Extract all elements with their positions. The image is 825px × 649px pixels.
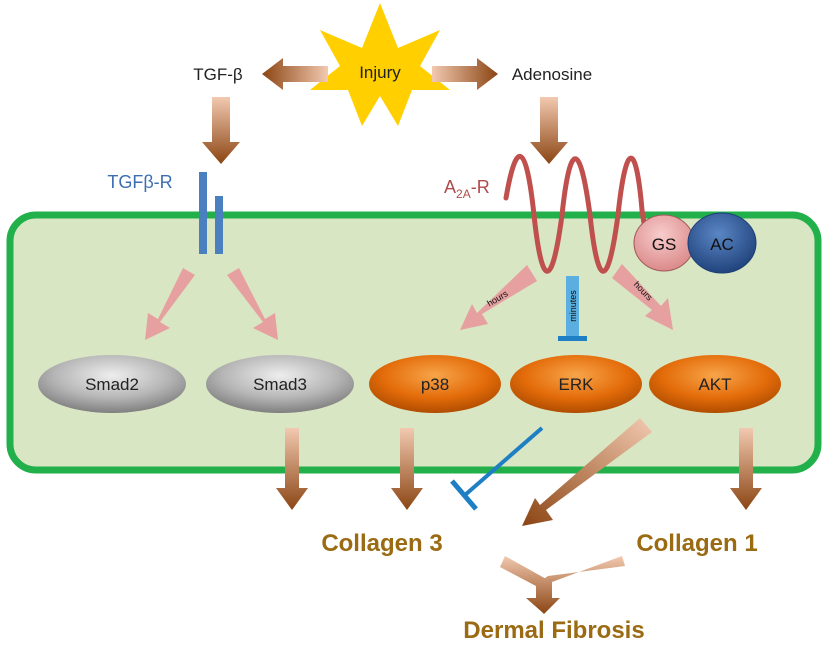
- p38-label: p38: [421, 375, 449, 394]
- ac-protein: [687, 212, 757, 274]
- akt-to-fibrosis-arrow: [522, 418, 652, 526]
- ac-label: AC: [710, 235, 734, 254]
- akt-node: [649, 355, 781, 413]
- tgfbr-label: TGFβ-R: [107, 172, 172, 192]
- tgfb-to-receptor-arrow: [202, 97, 240, 164]
- smad3-label: Smad3: [253, 375, 307, 394]
- akt-to-collagen1-arrow: [730, 428, 762, 510]
- tgfbr-bar-right: [215, 196, 223, 254]
- adenosine-label: Adenosine: [512, 65, 592, 84]
- dermal-fibrosis-label: Dermal Fibrosis: [463, 617, 644, 644]
- gs-label: GS: [652, 235, 677, 254]
- tgfb-label: TGF-β: [193, 65, 243, 84]
- p38-node: [369, 355, 501, 413]
- akt-label: AKT: [698, 375, 731, 394]
- collagen1-label: Collagen 1: [636, 530, 757, 557]
- smad2-label: Smad2: [85, 375, 139, 394]
- convergence-arrow: [500, 556, 625, 614]
- a2ar-label: A2A-R: [444, 177, 490, 201]
- smad3-to-collagen3-arrow: [276, 428, 308, 510]
- erk-timing-label: minutes: [568, 290, 578, 322]
- injury-star-icon: [310, 3, 450, 126]
- smad3-node: [206, 355, 354, 413]
- injury-to-tgfb-arrow: [262, 58, 328, 90]
- tgfbr-to-smad2-arrow: [145, 268, 195, 340]
- smad2-node: [38, 355, 186, 413]
- erk-label: ERK: [559, 375, 595, 394]
- erk-inhibition-line: [450, 426, 544, 511]
- tgfbr-bar-left: [199, 172, 207, 254]
- injury-to-adenosine-arrow: [432, 58, 498, 90]
- erk-node: [510, 355, 642, 413]
- a2ar-to-erk-inhibition: minutes: [558, 276, 587, 341]
- tgfbr-to-smad3-arrow: [227, 268, 278, 340]
- a2ar-receptor-wave: [503, 153, 659, 274]
- adenosine-to-receptor-arrow: [530, 97, 568, 164]
- injury-label: Injury: [359, 63, 401, 82]
- collagen3-label: Collagen 3: [321, 530, 442, 557]
- p38-to-collagen3-arrow: [391, 428, 423, 510]
